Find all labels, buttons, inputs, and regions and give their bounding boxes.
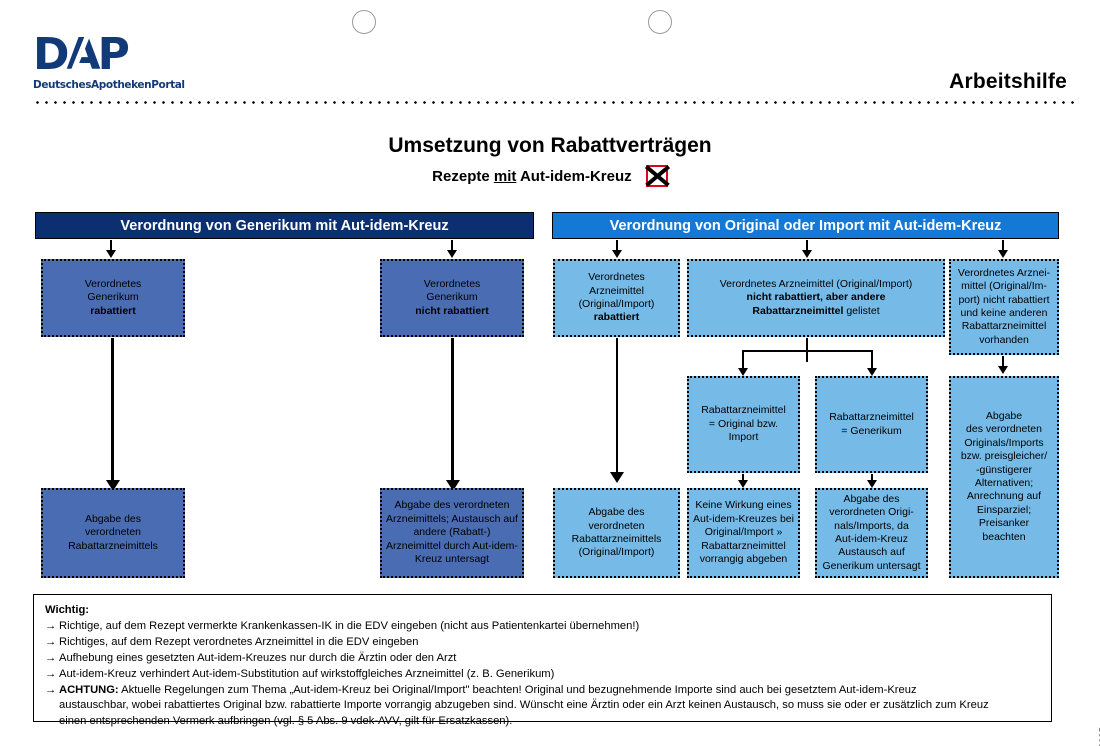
box-abgabe-austausch-untersagt: Abgabe des verordneten Arzneimittels; Au…: [380, 488, 524, 578]
box-text-bold: Rabattarzneimittel: [752, 304, 844, 317]
connector-arrow: [997, 250, 1008, 258]
box-text: Rabattarzneimittel= Original bzw.Import: [701, 404, 786, 444]
connector-line: [871, 350, 873, 372]
connector-line: [806, 240, 808, 253]
column-banner-generikum: Verordnung von Generikum mit Aut-idem-Kr…: [35, 212, 534, 239]
connector-line: [616, 240, 618, 253]
aut-idem-cross-icon: [645, 165, 670, 187]
document-type-label: Arbeitshilfe: [949, 70, 1067, 93]
dap-logo: DAP DeutschesApothekenPortal: [33, 33, 185, 92]
column-banner-original-import: Verordnung von Original oder Import mit …: [552, 212, 1059, 239]
connector-line: [742, 474, 744, 483]
box-text-bold: rabattiert: [593, 311, 640, 324]
box-text-bold: nicht rabattiert,: [746, 291, 823, 304]
box-text: Abgabe des verordneten Arzneimittels; Au…: [386, 499, 518, 566]
connector-line: [451, 240, 453, 253]
page-subtitle: Rezepte mit Aut-idem-Kreuz: [0, 165, 1100, 187]
attention-label: ACHTUNG:: [59, 683, 119, 696]
box-nicht-rabattiert-keine-anderen: Verordnetes Arznei-mittel (Original/Im-p…: [949, 259, 1059, 355]
box-text-bold: nicht rabattiert: [415, 304, 489, 317]
connector-line: [1002, 240, 1004, 253]
connector-arrow-long: [445, 480, 460, 491]
connector-arrow: [737, 368, 748, 376]
connector-arrow: [866, 368, 877, 376]
note-item: Aut-idem-Kreuz verhindert Aut-idem-Subst…: [45, 667, 1040, 683]
connector-arrow-long: [105, 480, 120, 491]
box-text-line: Verordnetes: [588, 271, 645, 284]
subtitle-underlined: mit: [493, 168, 517, 185]
box-text: Verordnetes Arzneimittel (Original/Impor…: [559, 271, 674, 325]
connector-arrow: [997, 366, 1008, 374]
connector-line: [1002, 356, 1004, 370]
box-text-line: gelistet: [843, 304, 880, 317]
connector-arrow-long: [610, 472, 624, 483]
punch-hole-right: [648, 10, 672, 34]
connector-arrow: [866, 480, 877, 488]
connector-arrow: [446, 250, 457, 258]
connector-arrow: [801, 250, 812, 258]
box-text: Keine Wirkung eines Aut-idem-Kreuzes bei…: [693, 499, 794, 566]
box-text: Verordnetes Arznei-mittel (Original/Im-p…: [957, 266, 1051, 346]
box-arzneimittel-rabattiert: Verordnetes Arzneimittel (Original/Impor…: [553, 259, 680, 337]
box-nicht-rabattiert-andere-gelistet: Verordnetes Arzneimittel (Original/Impor…: [687, 259, 945, 337]
connector-line-long: [111, 338, 114, 486]
important-note-box: Wichtig: Richtige, auf dem Rezept vermer…: [33, 594, 1052, 727]
page-title: Umsetzung von Rabattverträgen: [388, 134, 712, 157]
connector-line: [110, 240, 112, 253]
note-list: Richtige, auf dem Rezept vermerkte Krank…: [45, 619, 1040, 730]
box-text: Rabattarzneimittel= Generikum: [829, 411, 914, 437]
connector-line: [742, 350, 744, 372]
box-keine-wirkung-aut-idem: Keine Wirkung eines Aut-idem-Kreuzes bei…: [687, 488, 800, 578]
connector-line-long: [451, 338, 454, 486]
box-rabattarzneimittel-generikum: Rabattarzneimittel= Generikum: [815, 376, 928, 473]
note-item: Richtiges, auf dem Rezept verordnetes Ar…: [45, 635, 1040, 651]
attention-line-2: austauschbar, wobei rabattiertes Origina…: [59, 699, 989, 712]
subtitle-pre: Rezepte: [432, 168, 494, 185]
connector-arrow: [737, 480, 748, 488]
box-text: Verordnetes Arzneimittel (Original/Impor…: [693, 278, 939, 318]
connector-arrow: [105, 250, 116, 258]
punch-hole-left: [352, 10, 376, 34]
box-rabattarzneimittel-original-import: Rabattarzneimittel= Original bzw.Import: [687, 376, 800, 473]
connector-line-long: [616, 338, 618, 476]
note-item: Aufhebung eines gesetzten Aut-idem-Kreuz…: [45, 651, 1040, 667]
note-item: Richtige, auf dem Rezept vermerkte Krank…: [45, 619, 1040, 635]
attention-line-1: Aktuelle Regelungen zum Thema „Aut-idem-…: [118, 683, 917, 696]
connector-branch: [742, 350, 872, 352]
box-text-line: aber andere: [822, 291, 886, 304]
subtitle-post: Aut-idem-Kreuz: [516, 168, 632, 185]
box-text-line: Arzneimittel: [589, 284, 644, 297]
box-text-line: Verordnetes Arzneimittel (Original/Impor…: [719, 277, 913, 290]
attention-line-3: einen entsprechenden Vermerk aufbringen …: [59, 715, 513, 728]
box-text-line: (Original/Import): [578, 298, 655, 310]
logo-subtitle: DeutschesApothekenPortal: [33, 79, 185, 91]
box-text-bold: rabattiert: [90, 304, 136, 317]
connector-arrow: [611, 250, 622, 258]
note-heading: Wichtig:: [45, 604, 90, 616]
connector-line: [871, 474, 873, 483]
note-item-attention: ACHTUNG: Aktuelle Regelungen zum Thema „…: [45, 683, 1040, 731]
logo-mark: DAP: [33, 33, 130, 77]
header-divider: [33, 101, 1077, 104]
